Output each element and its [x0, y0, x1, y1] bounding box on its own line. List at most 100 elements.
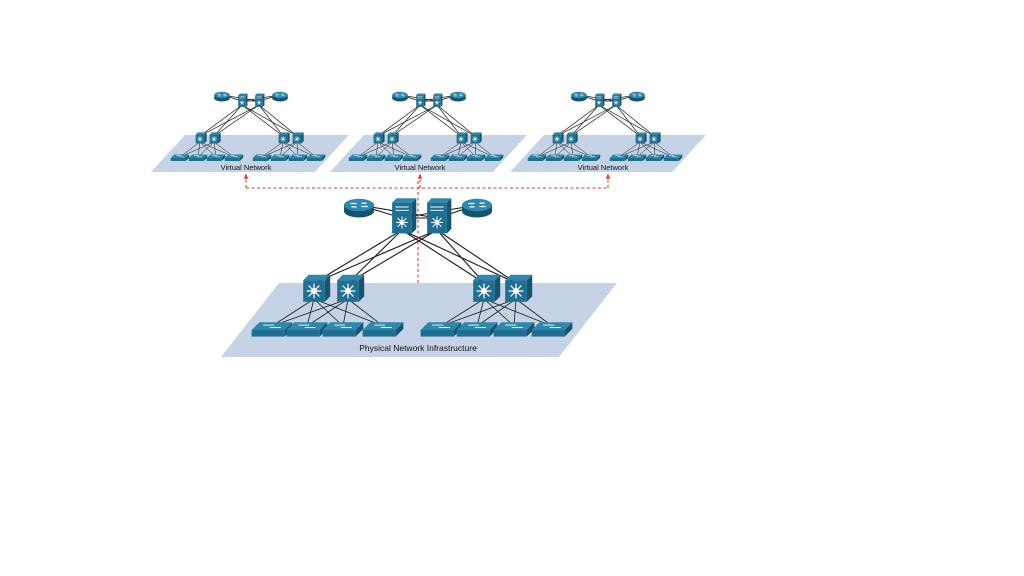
link-line	[377, 104, 438, 137]
link-line	[258, 104, 298, 137]
access-switch-icon	[448, 154, 468, 161]
access-switch-icon	[366, 154, 386, 161]
link-line	[615, 104, 641, 137]
link-line	[313, 229, 403, 284]
link-line	[213, 104, 243, 137]
link-line	[570, 104, 617, 137]
link-line	[476, 298, 517, 327]
access-switch-icon	[170, 154, 190, 161]
layer3-switch-icon	[566, 132, 578, 144]
link-line	[347, 298, 384, 327]
access-switch-icon	[224, 154, 244, 161]
access-switch-icon	[362, 322, 404, 337]
access-switch-icon	[348, 154, 368, 161]
link-line	[436, 229, 485, 284]
access-switch-icon	[384, 154, 404, 161]
access-switch-icon	[484, 154, 504, 161]
access-switch-icon	[251, 322, 293, 337]
layer3-switch-icon	[473, 274, 501, 302]
access-switch-icon	[288, 154, 308, 161]
link-line	[570, 104, 600, 137]
access-switch-icon	[456, 322, 498, 337]
access-switch-icon	[627, 154, 647, 161]
link-line	[615, 104, 655, 137]
layer3-switch-icon	[278, 132, 290, 144]
virtual-network-label-2: Virtual Network	[395, 163, 446, 172]
access-switch-icon	[645, 154, 665, 161]
access-switch-icon	[420, 322, 462, 337]
virtualization-arrows	[243, 173, 611, 283]
link-line	[377, 104, 421, 137]
virtual-network-label-1: Virtual Network	[221, 163, 272, 172]
physical-infrastructure-label: Physical Network Infrastructure	[359, 343, 477, 353]
access-switch-icon	[663, 154, 683, 161]
access-switch-icon	[206, 154, 226, 161]
router-icon	[344, 198, 374, 218]
link-line	[213, 104, 260, 137]
link-line	[271, 298, 315, 327]
devices	[170, 91, 683, 337]
link-line	[515, 298, 553, 327]
link-line	[440, 298, 517, 327]
layer3-switch-icon	[649, 132, 661, 144]
link-line	[556, 104, 600, 137]
layer3-switch-icon	[303, 274, 331, 302]
layer3-switch-icon	[292, 132, 304, 144]
link-line	[391, 104, 438, 137]
link-line	[258, 104, 284, 137]
core-switch-icon	[392, 198, 417, 234]
access-switch-icon	[545, 154, 565, 161]
link-line	[436, 104, 462, 137]
link-line	[199, 104, 260, 137]
layer3-switch-icon	[635, 132, 647, 144]
link-line	[313, 229, 438, 284]
layer3-switch-icon	[195, 132, 207, 144]
layer3-switch-icon	[456, 132, 468, 144]
link-line	[483, 298, 515, 327]
access-switch-icon	[270, 154, 290, 161]
link-line	[513, 298, 517, 327]
link-line	[440, 298, 485, 327]
link-line	[313, 298, 384, 327]
link-line	[483, 298, 553, 327]
layer3-switch-icon	[387, 132, 399, 144]
access-switch-icon	[322, 322, 364, 337]
link-line	[199, 104, 243, 137]
core-switch-icon	[433, 93, 443, 107]
access-switch-icon	[493, 322, 535, 337]
link-line	[313, 298, 344, 327]
core-switch-icon	[255, 93, 265, 107]
access-switch-icon	[527, 154, 547, 161]
layer3-switch-icon	[209, 132, 221, 144]
link-line	[436, 229, 517, 284]
link-line	[436, 104, 476, 137]
access-switch-icon	[581, 154, 601, 161]
access-switch-icon	[430, 154, 450, 161]
link-line	[271, 298, 349, 327]
layer3-switch-icon	[337, 274, 365, 302]
core-switch-icon	[416, 93, 426, 107]
router-icon	[450, 91, 466, 102]
core-switch-icon	[612, 93, 622, 107]
access-switch-icon	[286, 322, 328, 337]
access-switch-icon	[402, 154, 422, 161]
link-line	[347, 229, 438, 284]
link-line	[342, 298, 349, 327]
router-icon	[272, 91, 288, 102]
link-line	[556, 104, 617, 137]
access-switch-icon	[252, 154, 272, 161]
layer3-switch-icon	[470, 132, 482, 144]
access-switch-icon	[306, 154, 326, 161]
layer3-switch-icon	[373, 132, 385, 144]
access-switch-icon	[609, 154, 629, 161]
router-icon	[214, 91, 230, 102]
virtual-network-label-3: Virtual Network	[578, 163, 629, 172]
link-line	[391, 104, 421, 137]
link-line	[401, 229, 517, 284]
link-line	[401, 229, 485, 284]
access-switch-icon	[188, 154, 208, 161]
access-switch-icon	[531, 322, 573, 337]
core-switch-icon	[238, 93, 248, 107]
core-switch-icon	[595, 93, 605, 107]
